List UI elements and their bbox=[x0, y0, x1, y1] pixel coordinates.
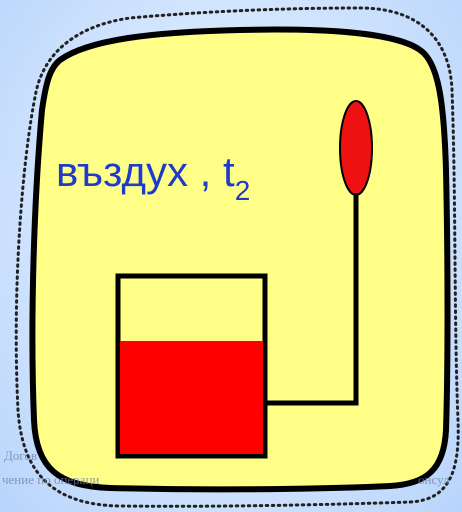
liquid-fill bbox=[120, 341, 263, 454]
footer-line-3: онсул bbox=[418, 472, 450, 487]
footer-line-2: чение по операци bbox=[2, 472, 99, 487]
footer-line-1: Догов bbox=[4, 448, 37, 463]
air-label: въздух , t2 bbox=[56, 148, 250, 206]
air-label-text: въздух , t bbox=[56, 148, 235, 195]
thermometer-bulb bbox=[339, 100, 373, 196]
thermometer-tube bbox=[265, 193, 359, 406]
air-label-subscript: 2 bbox=[235, 175, 251, 206]
dotted-outer-outline bbox=[14, 6, 460, 508]
